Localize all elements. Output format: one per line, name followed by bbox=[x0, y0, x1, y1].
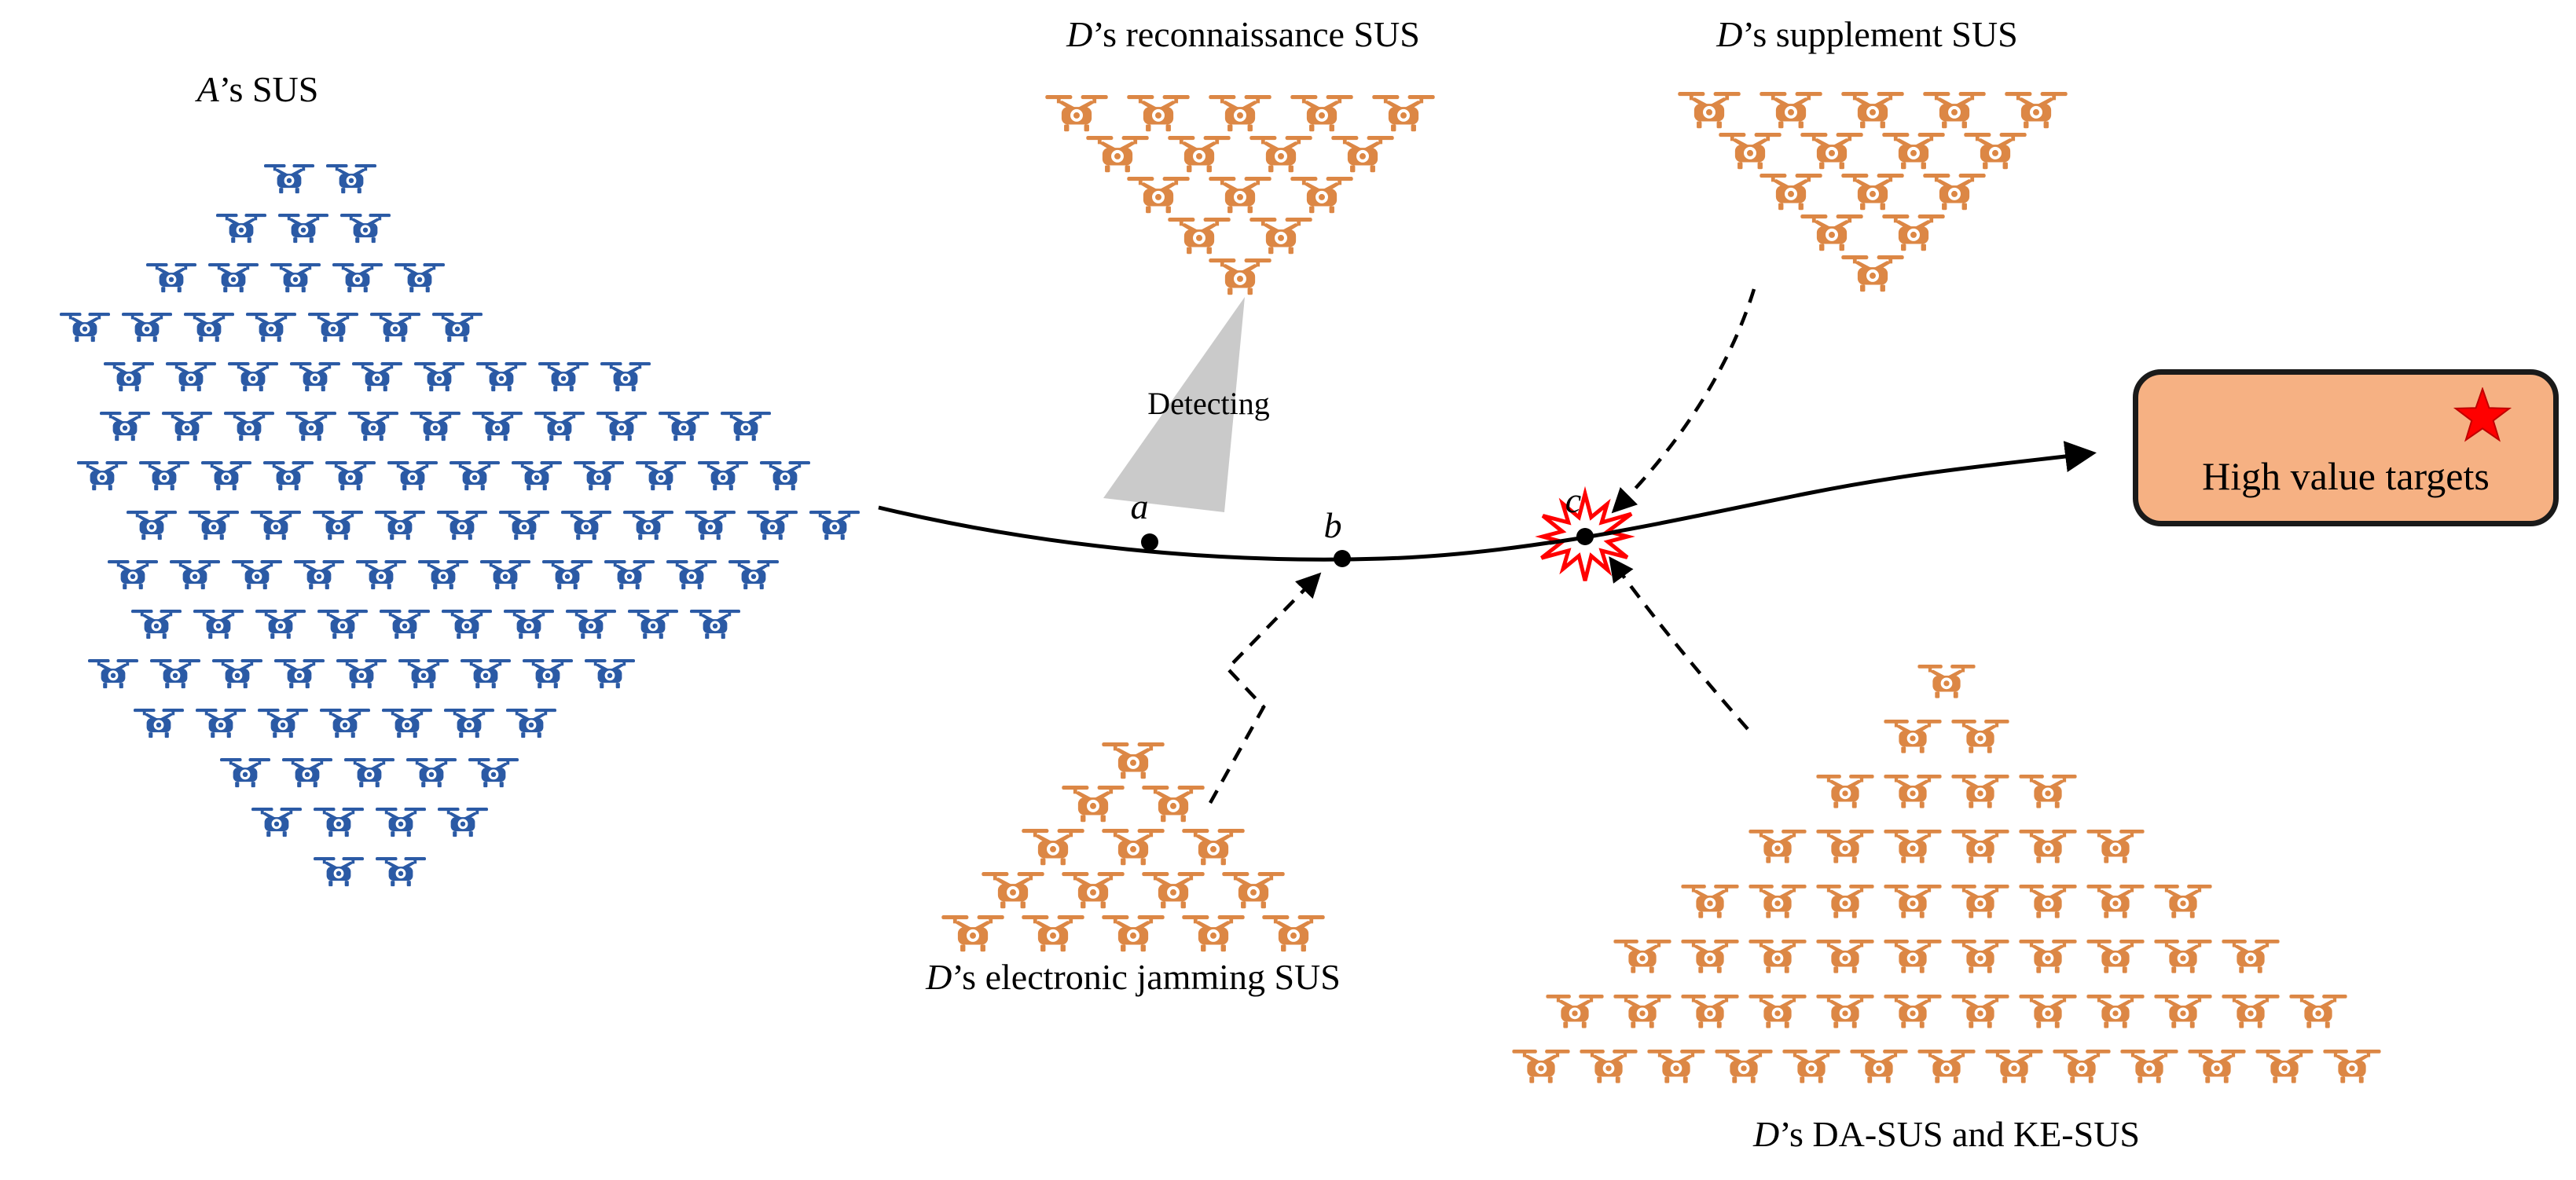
detecting-label: Detecting bbox=[1147, 386, 1270, 421]
swarm-label-jamming-rest: ’s electronic jamming SUS bbox=[952, 957, 1341, 997]
detection-cone bbox=[1103, 297, 1245, 512]
swarm-label-supplement: D’s supplement SUS bbox=[1716, 13, 2017, 56]
waypoint-label-c: c bbox=[1565, 480, 1582, 520]
swarm-label-reconnaissance-rest: ’s reconnaissance SUS bbox=[1092, 14, 1420, 54]
waypoint-dot-c bbox=[1576, 528, 1594, 545]
high-value-target-box: High value targets bbox=[2133, 369, 2559, 526]
supplement-arrow bbox=[1611, 288, 1756, 514]
swarm-label-da-ke-letter: D bbox=[1753, 1114, 1780, 1154]
swarm-label-supplement-rest: ’s supplement SUS bbox=[1742, 14, 2018, 54]
waypoint-label-b: b bbox=[1323, 505, 1342, 545]
swarm-label-supplement-letter: D bbox=[1716, 14, 1743, 54]
jamming-arrow bbox=[1209, 572, 1322, 804]
swarm-label-reconnaissance-letter: D bbox=[1066, 14, 1093, 54]
swarm-label-jamming-letter: D bbox=[926, 957, 952, 997]
star-icon bbox=[2453, 387, 2512, 442]
swarm-label-reconnaissance: D’s reconnaissance SUS bbox=[1066, 13, 1420, 56]
waypoint-label-a: a bbox=[1130, 486, 1149, 526]
swarm-label-attacker-letter: A bbox=[196, 69, 219, 109]
waypoint-dot-b bbox=[1334, 550, 1351, 567]
waypoint-dot-a bbox=[1141, 533, 1158, 551]
swarm-label-attacker: A’s SUS bbox=[197, 68, 319, 111]
swarm-label-jamming: D’s electronic jamming SUS bbox=[926, 955, 1341, 999]
swarm-label-attacker-rest: ’s SUS bbox=[218, 69, 319, 109]
swarm-label-da-ke: D’s DA-SUS and KE-SUS bbox=[1753, 1112, 2140, 1156]
strike-arrow bbox=[1609, 556, 1749, 731]
trajectory-path bbox=[878, 441, 2097, 562]
swarm-label-da-ke-rest: ’s DA-SUS and KE-SUS bbox=[1779, 1114, 2140, 1154]
high-value-target-label: High value targets bbox=[2202, 454, 2490, 498]
